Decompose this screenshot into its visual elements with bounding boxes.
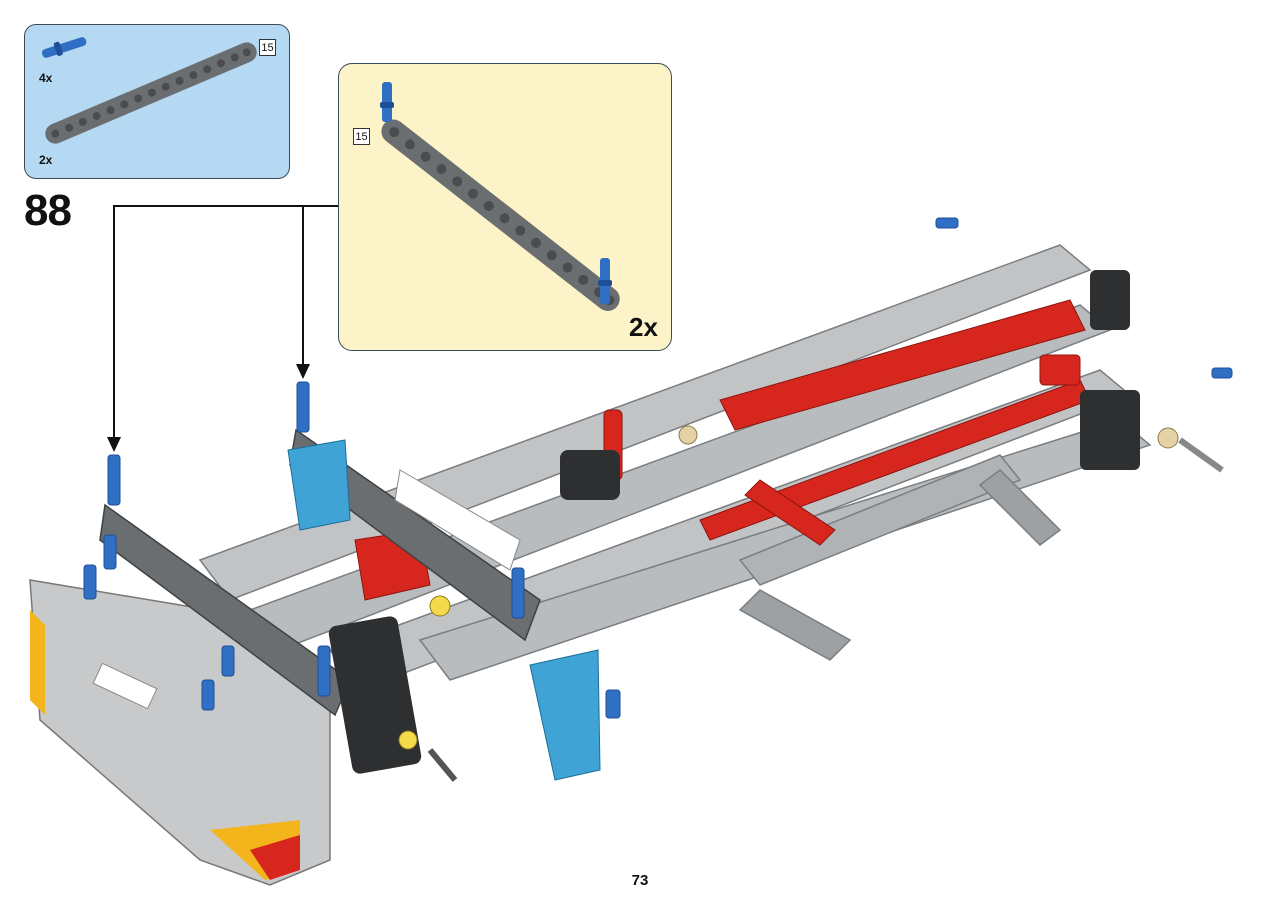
arrow-head-icon: [296, 364, 310, 379]
subassembly-box: 15 2x: [338, 63, 672, 351]
white-beam: [394, 469, 521, 571]
blue-pin-icon: [41, 37, 87, 58]
tan-gear-icon: [678, 425, 698, 445]
subassembly-quantity: 2x: [629, 312, 658, 342]
arrow-head-icon: [107, 437, 121, 452]
rear-axle: [1178, 437, 1224, 473]
pin-quantity: 4x: [39, 71, 53, 85]
tan-gear-icon: [1157, 427, 1179, 449]
azure-panel-left: [287, 439, 351, 531]
parts-callout-box: 4x 2x 15: [24, 24, 290, 179]
subassembly-beam-length-tag: 15: [353, 128, 370, 145]
callout-arrows: [113, 205, 338, 440]
dark-grey-beam-15-icon: [45, 42, 257, 144]
beam-length-tag: 15: [259, 39, 276, 56]
yellow-gear-icon: [429, 595, 451, 617]
front-axle: [427, 748, 458, 782]
step-number: 88: [24, 186, 72, 235]
black-axle-parts: [328, 270, 1140, 774]
azure-panel-front: [529, 649, 601, 781]
yellow-gear-icon: [398, 730, 418, 750]
parts-callout-art: [41, 37, 257, 144]
added-dark-grey-beams: [99, 428, 541, 717]
grey-beam-with-blue-pins-icon: [380, 82, 620, 311]
model-blue-pins: [83, 217, 1233, 719]
beam-quantity: 2x: [39, 153, 53, 167]
page-number: 73: [631, 872, 649, 889]
